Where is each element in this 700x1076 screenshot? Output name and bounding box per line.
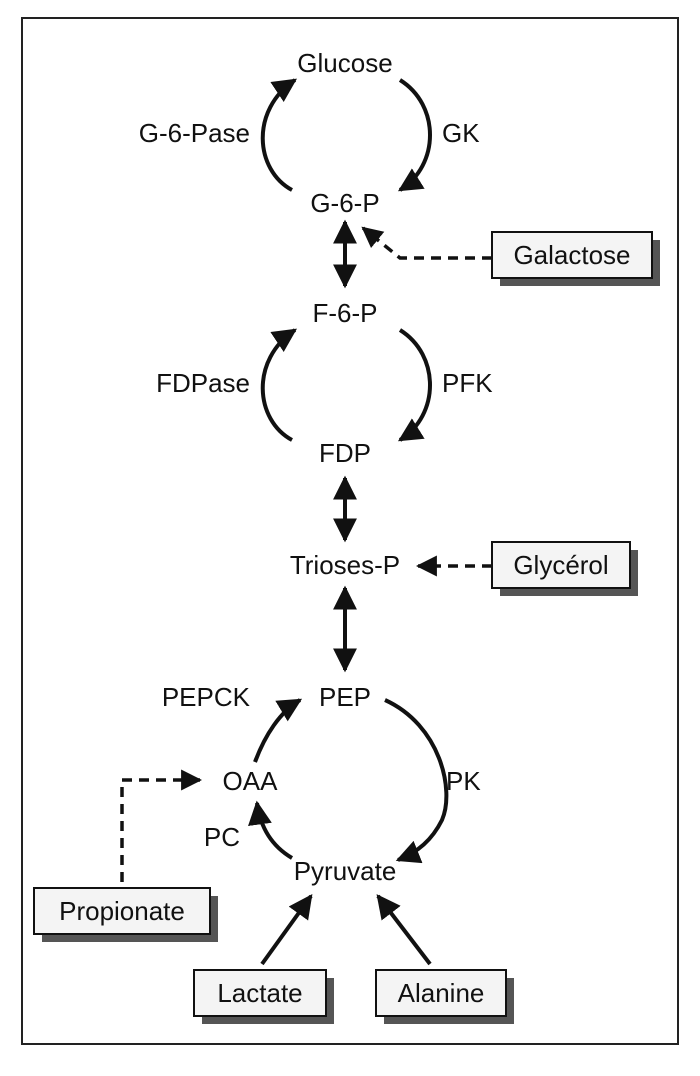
enzyme-pepck: PEPCK bbox=[162, 682, 251, 712]
enzyme-gk: GK bbox=[442, 118, 480, 148]
enzyme-pk: PK bbox=[446, 766, 481, 796]
arrow-galactose-g6p bbox=[361, 226, 492, 260]
metabolite-trioses-p: Trioses-P bbox=[290, 550, 400, 580]
arrow-alanine-pyruvate bbox=[376, 894, 432, 966]
arrow-lactate-pyruvate bbox=[260, 894, 313, 966]
metabolite-g6p: G-6-P bbox=[310, 188, 379, 218]
arrow-g6pase bbox=[260, 78, 297, 192]
substrate-alanine: Alanine bbox=[398, 978, 485, 1008]
arrow-pk bbox=[384, 698, 449, 864]
enzyme-g6pase: G-6-Pase bbox=[139, 118, 250, 148]
arrow-pepck bbox=[253, 698, 303, 763]
box-galactose bbox=[491, 231, 653, 279]
enzyme-pfk: PFK bbox=[442, 368, 493, 398]
metabolite-f6p: F-6-P bbox=[313, 298, 378, 328]
substrate-glycerol: Glycérol bbox=[513, 550, 608, 580]
box-glycerol bbox=[491, 541, 631, 589]
metabolite-pep: PEP bbox=[319, 682, 371, 712]
metabolite-glucose: Glucose bbox=[297, 48, 392, 78]
box-propionate bbox=[33, 887, 211, 935]
arrow-fdpase bbox=[260, 328, 297, 442]
metabolite-pyruvate: Pyruvate bbox=[294, 856, 397, 886]
substrate-lactate: Lactate bbox=[217, 978, 302, 1008]
metabolite-oaa: OAA bbox=[223, 766, 279, 796]
arrow-gk bbox=[397, 78, 432, 192]
box-alanine bbox=[375, 969, 507, 1017]
substrate-galactose: Galactose bbox=[513, 240, 630, 270]
metabolite-fdp: FDP bbox=[319, 438, 371, 468]
box-lactate bbox=[193, 969, 327, 1017]
arrow-propionate-oaa bbox=[120, 769, 203, 882]
arrow-pfk bbox=[397, 328, 432, 442]
substrate-propionate: Propionate bbox=[59, 896, 185, 926]
enzyme-fdpase: FDPase bbox=[156, 368, 250, 398]
enzyme-pc: PC bbox=[204, 822, 240, 852]
arrow-pc bbox=[248, 800, 294, 860]
